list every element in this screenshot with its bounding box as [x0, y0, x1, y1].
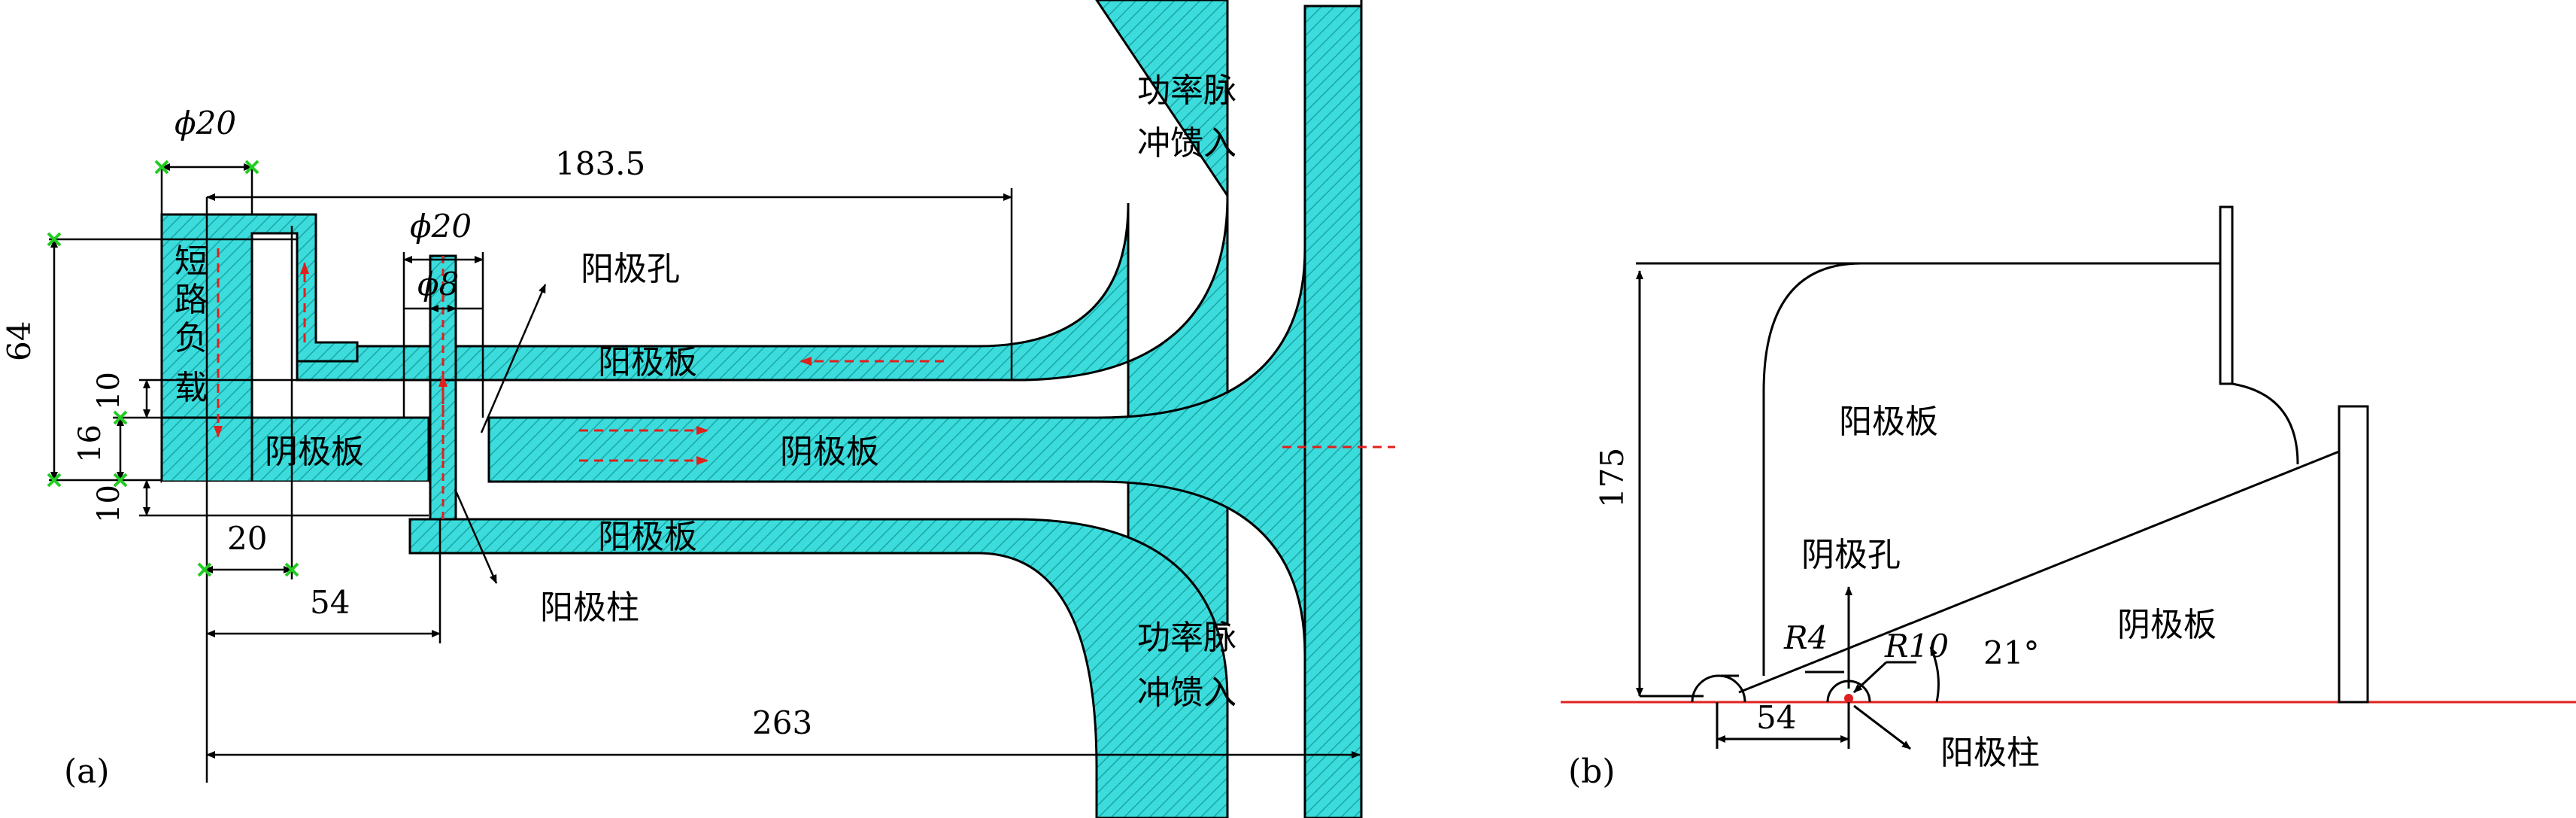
cathode-plate-right	[487, 248, 1306, 655]
feed-point-b	[1844, 694, 1853, 703]
dim-16: 16	[73, 424, 108, 463]
panel-label-a: (a)	[64, 753, 110, 791]
dim-phi8: ϕ8	[417, 266, 459, 303]
dim-263: 263	[752, 704, 812, 741]
label-pulse-feed-bottom-2: 冲馈入	[1137, 674, 1236, 712]
panel-label-b: (b)	[1568, 753, 1616, 791]
dim-175: 175	[1594, 448, 1631, 508]
dimensions-a	[49, 163, 1361, 783]
label-anode-hole: 阳极孔	[581, 250, 680, 288]
short-load-char-2: 路	[174, 281, 208, 319]
label-anode-plate-top: 阳极板	[598, 343, 697, 382]
dim-54-a: 54	[310, 584, 350, 621]
label-anode-plate-bottom: 阳极板	[598, 518, 697, 556]
label-anode-post-a: 阳极柱	[540, 588, 639, 627]
lower-left-strip	[162, 482, 429, 515]
pulse-feed-bottom-conductor	[408, 518, 1229, 818]
label-pulse-feed-top-2: 冲馈入	[1137, 124, 1236, 163]
dim-angle: 21°	[1983, 634, 2039, 671]
short-load-char-3: 负	[174, 319, 208, 357]
short-load-label: 短 路 负 载	[174, 242, 208, 407]
short-load-char-4: 载	[174, 369, 208, 407]
dim-phi20-mid: ϕ20	[410, 208, 472, 245]
label-cathode-plate-left: 阴极板	[265, 433, 364, 471]
dim-20: 20	[227, 520, 267, 557]
dim-54-b: 54	[1756, 699, 1796, 736]
dim-10-top: 10	[92, 372, 126, 410]
label-pulse-feed-top-1: 功率脉	[1137, 71, 1236, 110]
anode-plate-outline	[1636, 205, 2299, 676]
cathode-plate-outline	[1738, 405, 2369, 704]
flow-arrows-a	[214, 248, 1395, 465]
panel-a: ϕ20 183.5 ϕ20 ϕ8 64 10 16 10 20 54 263 短…	[1, 0, 1395, 818]
label-anode-post-b: 阳极柱	[1940, 734, 2040, 772]
label-anode-plate-b: 阳极板	[1839, 403, 1938, 441]
dim-r10: R10	[1884, 628, 1949, 664]
label-pulse-feed-bottom-1: 功率脉	[1137, 619, 1236, 657]
label-cathode-plate-right: 阴极板	[780, 433, 879, 471]
right-ground-bar	[1303, 5, 1363, 818]
dim-64: 64	[1, 321, 38, 361]
dim-10-bot: 10	[92, 485, 126, 523]
label-cathode-plate-b: 阴极板	[2117, 606, 2216, 644]
feed-point-markers	[47, 160, 299, 577]
dim-183-5: 183.5	[555, 145, 645, 182]
dim-r4: R4	[1783, 619, 1828, 656]
short-load-char-1: 短	[174, 242, 208, 281]
label-cathode-hole-b: 阴极孔	[1801, 536, 1901, 574]
panel-b	[1561, 205, 2576, 750]
anode-post-small	[1691, 674, 1746, 703]
dim-phi20-top: ϕ20	[174, 105, 236, 141]
